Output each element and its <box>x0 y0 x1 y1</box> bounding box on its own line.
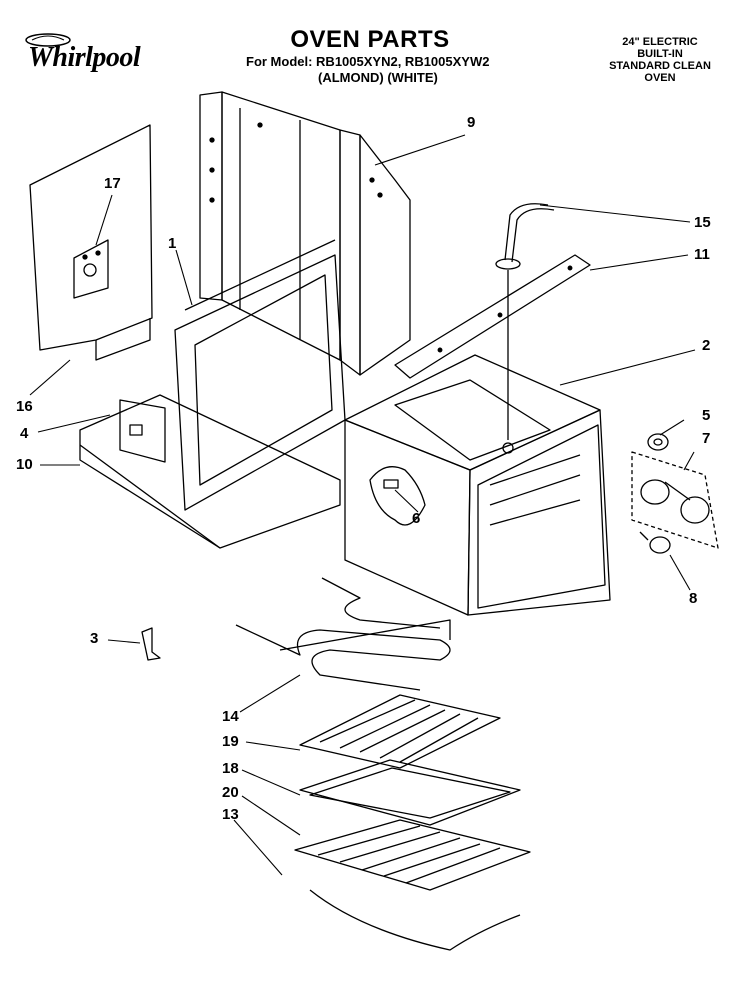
part-label-9: 9 <box>467 114 476 131</box>
part-label-19: 19 <box>222 733 239 750</box>
description-line-3: STANDARD CLEAN <box>609 60 711 72</box>
page-title: OVEN PARTS <box>290 26 450 53</box>
oven-rack-part <box>294 819 531 951</box>
part-label-17: 17 <box>104 175 121 192</box>
part-label-2: 2 <box>702 337 711 354</box>
part-label-6: 6 <box>412 510 421 527</box>
part-label-10: 10 <box>16 456 33 473</box>
broiler-pan-part <box>299 759 521 826</box>
clip-part <box>141 627 161 661</box>
oven-cavity-part <box>344 354 611 616</box>
insulation-plate-part <box>73 239 109 299</box>
light-bulb-part <box>639 531 671 554</box>
broiler-grid-part <box>299 694 501 769</box>
rear-rail-part <box>394 254 591 379</box>
part-label-8: 8 <box>689 590 698 607</box>
vent-cover-part <box>369 466 426 526</box>
description-line-2: BUILT-IN <box>637 48 683 60</box>
part-label-3: 3 <box>90 630 99 647</box>
side-panel-part <box>29 124 153 361</box>
part-label-7: 7 <box>702 430 711 447</box>
part-label-4: 4 <box>20 425 29 442</box>
wire-tube-part <box>495 203 555 440</box>
rear-panel-part <box>199 91 411 376</box>
whirlpool-logo: Whirlpool <box>18 30 148 73</box>
part-label-1: 1 <box>168 235 177 252</box>
oven-description: 24" ELECTRIC BUILT-IN STANDARD CLEAN OVE… <box>590 36 730 84</box>
color-line: (ALMOND) (WHITE) <box>318 70 438 85</box>
part-label-11: 11 <box>694 246 710 263</box>
part-label-15: 15 <box>694 214 711 231</box>
leader-lines <box>29 134 696 876</box>
description-line-1: 24" ELECTRIC <box>622 36 698 48</box>
part-label-20: 20 <box>222 784 239 801</box>
part-label-13: 13 <box>222 806 239 823</box>
part-label-16: 16 <box>16 398 33 415</box>
light-socket-part <box>631 451 719 549</box>
base-plate-part <box>79 394 341 549</box>
mounting-bracket-part <box>119 399 166 463</box>
part-label-5: 5 <box>702 407 711 424</box>
brand-name: Whirlpool <box>28 42 141 73</box>
washer-part <box>647 433 669 451</box>
part-label-18: 18 <box>222 760 239 777</box>
part-label-14: 14 <box>222 708 239 725</box>
bake-element-part <box>235 577 451 691</box>
model-line: For Model: RB1005XYN2, RB1005XYW2 <box>246 54 490 69</box>
description-line-4: OVEN <box>644 72 676 84</box>
